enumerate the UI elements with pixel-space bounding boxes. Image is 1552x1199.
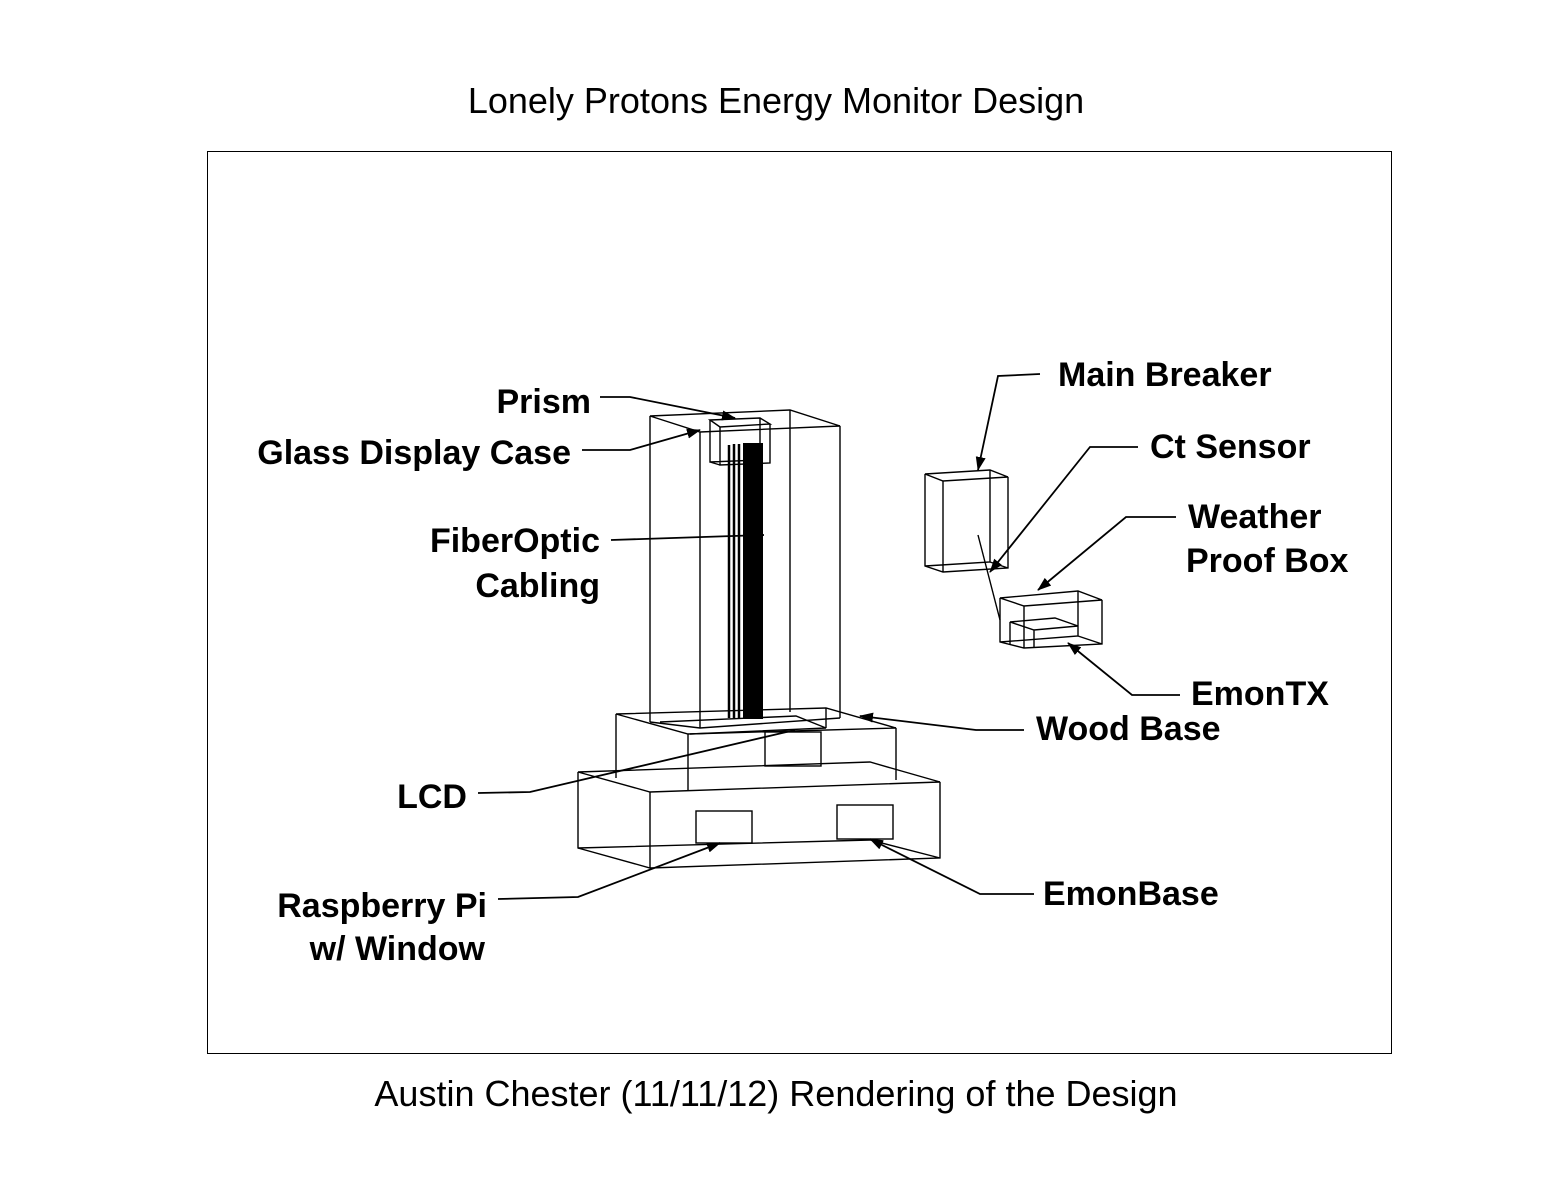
raspberry-pi-shape [695, 810, 753, 844]
label-glass-display-case: Glass Display Case [257, 434, 571, 472]
label-prism: Prism [497, 383, 592, 421]
label-fiber-optic-line2: Cabling [475, 567, 600, 605]
label-raspberry-pi-line2: w/ Window [309, 930, 486, 968]
wood-base-shape [615, 707, 897, 790]
label-emontx: EmonTX [1191, 675, 1329, 713]
emonbase-leader [869, 838, 1034, 895]
emontx-leader [1067, 642, 1180, 696]
label-lcd: LCD [397, 778, 467, 816]
weather-proof-leader [1037, 516, 1176, 591]
main-breaker-leader [975, 373, 1041, 471]
diagram-caption: Austin Chester (11/11/12) Rendering of t… [374, 1073, 1178, 1114]
label-main-breaker: Main Breaker [1058, 356, 1272, 394]
label-weather-proof-line1: Weather [1188, 498, 1322, 536]
glass-display-case [649, 409, 841, 729]
label-emonbase: EmonBase [1043, 875, 1219, 913]
fiber-optic-leader [610, 534, 765, 541]
drawing-frame [207, 151, 1392, 1054]
fiber-optic-bundle [727, 443, 763, 719]
diagram-title: Lonely Protons Energy Monitor Design [467, 80, 1085, 121]
emonbase-shape [836, 804, 894, 840]
lower-base-shape [577, 761, 941, 869]
ct-sensor-leader [989, 446, 1138, 573]
label-fiber-optic-line1: FiberOptic [430, 522, 600, 560]
leader-lines [477, 373, 1180, 900]
weather-proof-box-shape [999, 590, 1103, 649]
label-wood-base: Wood Base [1036, 710, 1221, 748]
wood-base-leader [859, 712, 1024, 731]
label-ct-sensor: Ct Sensor [1150, 428, 1311, 466]
label-weather-proof-line2: Proof Box [1186, 542, 1349, 580]
raspberry-pi-leader [497, 842, 721, 900]
glass-case-leader [582, 428, 701, 451]
lcd-leader [477, 729, 796, 794]
ct-sensor-wire [977, 534, 1001, 621]
label-raspberry-pi-line1: Raspberry Pi [277, 887, 487, 925]
main-breaker-shape [924, 469, 1009, 573]
prism-leader [600, 396, 736, 421]
